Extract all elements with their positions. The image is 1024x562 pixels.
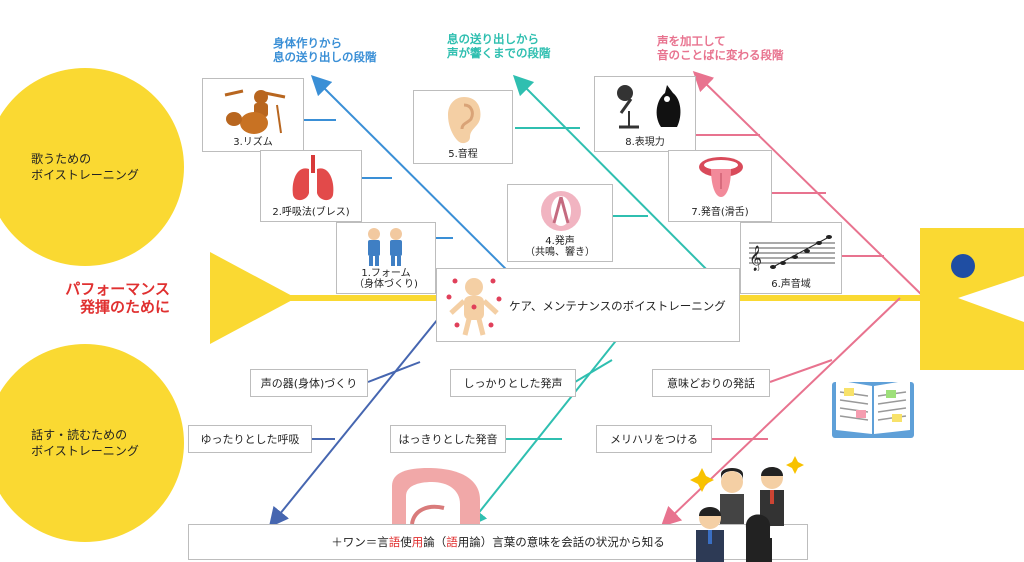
meaning-speech-item: 意味どおりの発話 — [652, 369, 770, 397]
vocalization-box: 4.発声 （共鳴、響き） — [507, 184, 613, 262]
form-box: 1.フォーム （身体づくり) — [336, 222, 436, 294]
business-people-icon — [690, 456, 804, 562]
vocal-cords-icon — [541, 191, 581, 231]
pronunciation-label: 7.発音(滑舌) — [691, 207, 749, 218]
svg-text:𝄞: 𝄞 — [749, 245, 762, 271]
bottom-summary-bar: ＋ワン＝言語使用論（語用論）言葉の意味を会話の状況から知る — [188, 524, 808, 560]
singing-voice-training-circle: 歌うための ボイストレーニング — [0, 68, 184, 266]
fish-head-icon — [920, 228, 1024, 370]
modulation-item: メリハリをつける — [596, 425, 712, 453]
mouth-tongue-icon — [699, 157, 743, 197]
posture-icon — [368, 228, 402, 266]
breathing-label: 2.呼吸法(ブレス) — [272, 207, 350, 218]
summary-text-1: ＋ワン＝言 — [331, 535, 389, 549]
expression-box: 8.表現力 — [594, 76, 696, 152]
form-label: 1.フォーム （身体づくり) — [354, 268, 418, 290]
open-book-icon — [832, 380, 914, 438]
summary-red-1: 語 — [388, 535, 401, 549]
pitch-box: 5.音程 — [413, 90, 513, 164]
body-figure-icon — [446, 278, 502, 336]
care-maintenance-label: ケア、メンテナンスのボイストレーニング — [509, 299, 726, 313]
lungs-icon — [292, 155, 334, 201]
ear-icon — [448, 97, 481, 144]
care-maintenance-box: ケア、メンテナンスのボイストレーニング — [436, 268, 740, 342]
singing-circle-label: 歌うための ボイストレーニング — [31, 152, 139, 182]
summary-text-4: 用論）言葉の意味を会話の状況から知る — [457, 535, 665, 549]
pronunciation-box: 7.発音(滑舌) — [668, 150, 772, 222]
rhythm-label: 3.リズム — [233, 137, 273, 148]
goal-label: パフォーマンス 発揮のために — [65, 280, 170, 316]
phase-breath-label: 息の送り出しから 声が響くまでの段階 — [447, 32, 551, 60]
firm-voice-item: しっかりとした発声 — [450, 369, 576, 397]
summary-text-2: 使 — [400, 535, 412, 549]
breathing-box: 2.呼吸法(ブレス) — [260, 150, 362, 222]
mouth-cross-section-icon — [392, 468, 480, 524]
expression-label: 8.表現力 — [625, 137, 665, 148]
music-staff-icon: 𝄞 — [749, 235, 835, 271]
vocal-range-label: 6.声音域 — [771, 279, 811, 290]
phase-body-label: 身体作りから 息の送り出しの段階 — [273, 36, 377, 64]
fish-tail-icon — [210, 252, 296, 344]
rhythm-box: 3.リズム — [202, 78, 304, 152]
clear-pronunciation-item: はっきりとした発音 — [390, 425, 506, 453]
summary-text-3: 論（ — [423, 535, 447, 549]
pitch-label: 5.音程 — [448, 149, 478, 160]
summary-red-2: 用 — [411, 535, 424, 549]
body-vessel-item: 声の器(身体)づくり — [250, 369, 368, 397]
phase-voice-label: 声を加工して 音のことばに変わる段階 — [657, 34, 784, 62]
speaking-circle-label: 話す・読むための ボイストレーニング — [31, 428, 139, 458]
microphone-icon — [617, 85, 681, 129]
summary-red-3: 語 — [446, 535, 458, 549]
relaxed-breath-item: ゆったりとした呼吸 — [188, 425, 312, 453]
vocal-range-box: 𝄞 6.声音域 — [740, 222, 842, 294]
vocalization-label: 4.発声 （共鳴、響き） — [525, 236, 595, 258]
speaking-voice-training-circle: 話す・読むための ボイストレーニング — [0, 344, 184, 542]
drum-kit-icon — [224, 89, 286, 134]
